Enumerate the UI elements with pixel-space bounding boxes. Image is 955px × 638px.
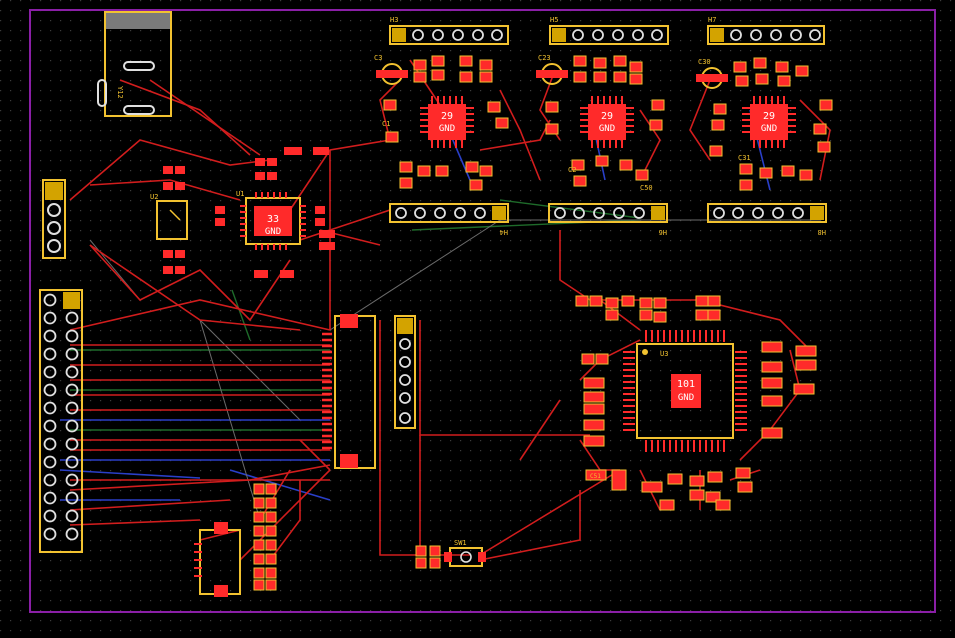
driver-2-net: GND xyxy=(599,124,615,134)
c30-ref-label: C30 xyxy=(698,58,711,66)
c50-ref-label: C50 xyxy=(640,184,653,192)
c3-ref-label: C3 xyxy=(374,54,382,62)
c1-ref-label: C1 xyxy=(382,120,390,128)
switch-sw1[interactable]: SW1 xyxy=(415,539,486,569)
connector-h4[interactable]: H4 xyxy=(389,203,509,236)
connector-h5[interactable]: H5 xyxy=(549,16,669,45)
ic-driver-1[interactable]: 29 GND xyxy=(420,96,474,148)
c31-ref-label: C31 xyxy=(738,154,751,162)
driver-1-pin-count: 29 xyxy=(441,111,453,122)
board-outline xyxy=(29,9,936,613)
h4-ref-label: H4 xyxy=(500,228,508,236)
c51-ref-label: C51 xyxy=(590,473,601,480)
connector-display-4pin[interactable] xyxy=(394,315,416,429)
h8-ref-label: H8 xyxy=(818,228,826,236)
passive-components-driver-area[interactable] xyxy=(383,55,833,191)
inner-layer-traces xyxy=(70,199,641,431)
h7-ref-label: H7 xyxy=(708,16,716,24)
u3-net-label: GND xyxy=(678,393,694,403)
connector-h7[interactable]: H7 xyxy=(707,16,825,45)
h3-ref-label: H3 xyxy=(390,16,398,24)
c23-ref-label: C23 xyxy=(538,54,551,62)
ic-u2[interactable]: U2 xyxy=(150,166,225,274)
capacitor-c3[interactable]: C3 xyxy=(374,54,408,85)
ic-driver-3[interactable]: 29 GND xyxy=(742,96,796,148)
capacitor-c23[interactable]: C23 xyxy=(536,54,568,85)
ic-bottom-small[interactable] xyxy=(194,522,241,597)
passive-column[interactable] xyxy=(253,483,277,591)
ic-u3-mcu[interactable]: U3 101 GND xyxy=(623,330,747,452)
connector-h8[interactable]: H8 xyxy=(707,203,827,236)
driver-1-net: GND xyxy=(439,124,455,134)
u1-pin-count: 33 xyxy=(267,214,279,225)
u1-net-label: GND xyxy=(265,227,281,237)
u3-pin-count: 101 xyxy=(677,379,695,390)
passive-components-mcu-area[interactable] xyxy=(575,295,817,511)
sw1-ref-label: SW1 xyxy=(454,539,467,547)
u2-ref-label: U2 xyxy=(150,193,158,201)
connector-left-upper[interactable] xyxy=(42,179,66,259)
driver-2-pin-count: 29 xyxy=(601,111,613,122)
ic-u1[interactable]: 33 GND U1 xyxy=(236,147,335,278)
h6-ref-label: H6 xyxy=(659,228,667,236)
capacitor-c30[interactable]: C30 xyxy=(696,58,728,89)
ic-driver-2[interactable]: 29 GND xyxy=(580,96,634,148)
fpc-connector[interactable] xyxy=(322,314,376,469)
top-layer-traces xyxy=(69,59,831,561)
driver-3-net: GND xyxy=(761,124,777,134)
connector-left-dual-row[interactable] xyxy=(39,289,83,553)
crystal-ref-label: Y12 xyxy=(116,86,124,99)
connector-h6[interactable]: H6 xyxy=(548,203,668,236)
crystal-y12[interactable]: Y12 xyxy=(97,11,172,117)
h5-ref-label: H5 xyxy=(550,16,558,24)
c2-ref-label: C2 xyxy=(568,166,576,174)
u1-ref-label: U1 xyxy=(236,190,244,198)
driver-3-pin-count: 29 xyxy=(763,111,775,122)
u3-ref-label: U3 xyxy=(660,350,668,358)
connector-h3[interactable]: H3 xyxy=(389,16,509,45)
